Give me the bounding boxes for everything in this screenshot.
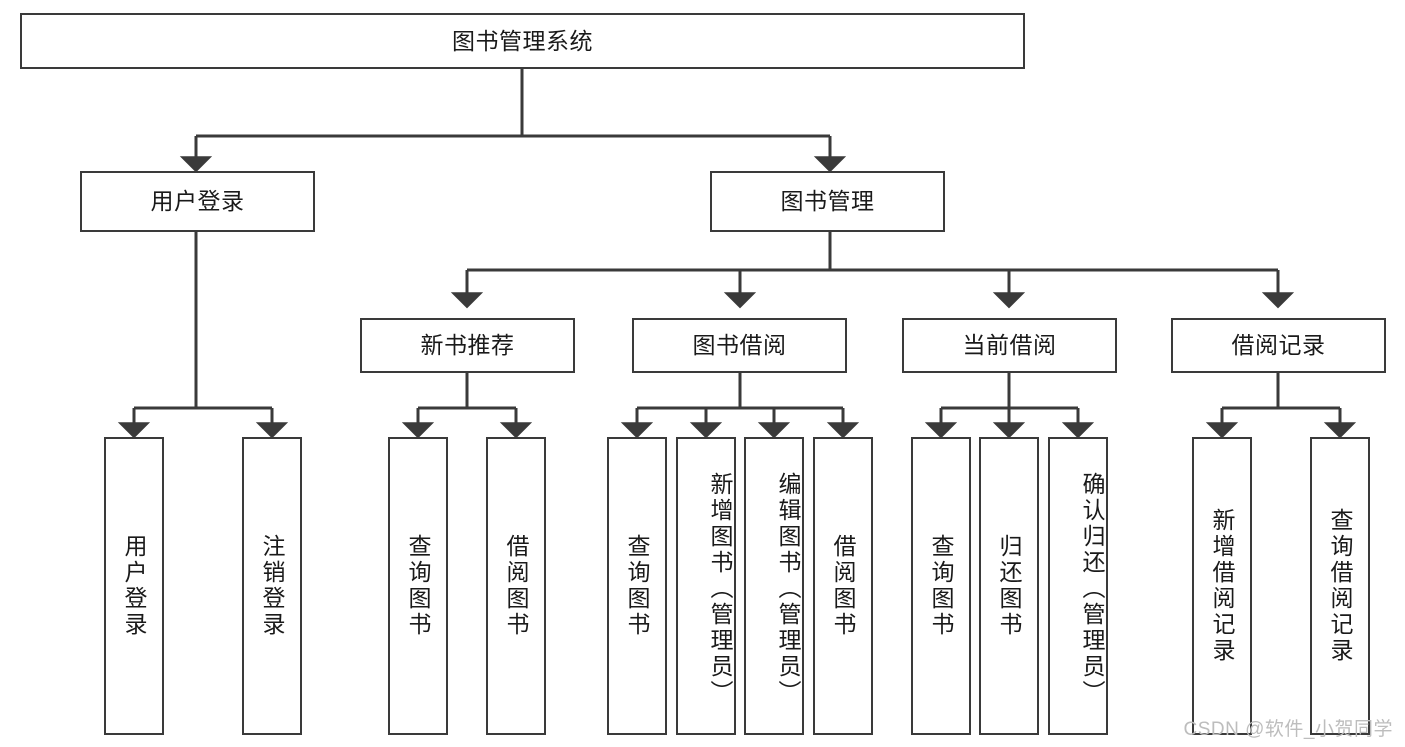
node-new-book-recommend[interactable]: 新书推荐 xyxy=(360,318,575,373)
leaf-user-login[interactable]: 用户登录 xyxy=(104,437,164,735)
leaf-cb-query-book[interactable]: 查询图书 xyxy=(911,437,971,735)
leaf-bb-borrow-book[interactable]: 借阅图书 xyxy=(813,437,873,735)
leaf-br-add-record[interactable]: 新增借阅记录 xyxy=(1192,437,1252,735)
node-book-management[interactable]: 图书管理 xyxy=(710,171,945,232)
node-root-system[interactable]: 图书管理系统 xyxy=(20,13,1025,69)
leaf-cb-confirm-return-admin[interactable]: 确认归还（管理员） xyxy=(1048,437,1108,735)
node-current-borrow[interactable]: 当前借阅 xyxy=(902,318,1117,373)
node-book-borrow[interactable]: 图书借阅 xyxy=(632,318,847,373)
leaf-bb-edit-book-admin[interactable]: 编辑图书（管理员） xyxy=(744,437,804,735)
node-user-login[interactable]: 用户登录 xyxy=(80,171,315,232)
leaf-logout-login[interactable]: 注销登录 xyxy=(242,437,302,735)
leaf-nb-borrow-book[interactable]: 借阅图书 xyxy=(486,437,546,735)
leaf-br-query-record[interactable]: 查询借阅记录 xyxy=(1310,437,1370,735)
leaf-bb-add-book-admin[interactable]: 新增图书（管理员） xyxy=(676,437,736,735)
node-borrow-record[interactable]: 借阅记录 xyxy=(1171,318,1386,373)
leaf-bb-query-book[interactable]: 查询图书 xyxy=(607,437,667,735)
leaf-cb-return-book[interactable]: 归还图书 xyxy=(979,437,1039,735)
leaf-nb-query-book[interactable]: 查询图书 xyxy=(388,437,448,735)
